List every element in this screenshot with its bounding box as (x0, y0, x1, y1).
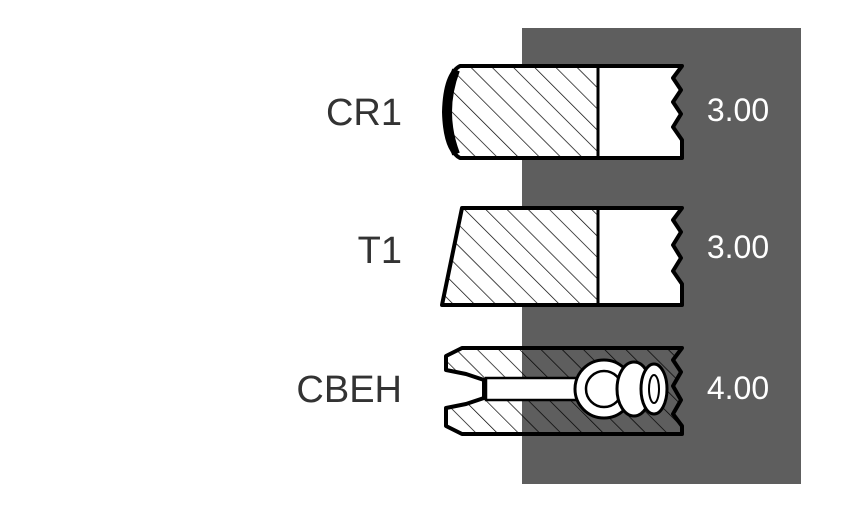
ring-t1-outline (440, 206, 684, 307)
ring-cbeh (444, 346, 684, 436)
ring-cr1-value: 3.00 (707, 92, 769, 128)
ring-cr1 (442, 64, 684, 160)
ring-t1-hatch (442, 208, 598, 305)
ring-t1-label: T1 (358, 230, 402, 272)
ring-cbeh-spring-coil (639, 362, 669, 416)
ring-cbeh-spring-coil (648, 374, 660, 404)
ring-cbeh-value: 4.00 (707, 370, 769, 406)
ring-cbeh-label: CBEH (296, 369, 402, 411)
ring-cbeh-groove (484, 376, 584, 402)
ring-t1 (440, 206, 684, 307)
ring-cr1-barrel-face (444, 68, 460, 156)
ring-t1-value: 3.00 (707, 229, 769, 265)
ring-cr1-label: CR1 (326, 92, 402, 134)
ring-cr1-hatch (444, 66, 598, 158)
ring-cbeh-outline (444, 346, 684, 436)
